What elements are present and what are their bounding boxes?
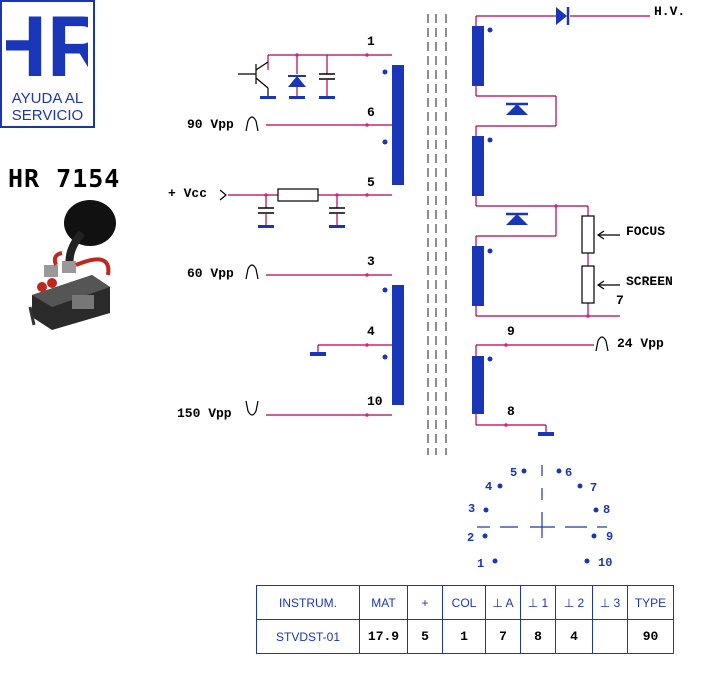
winding-secondary-1: [472, 26, 484, 86]
logo-initials-text: HR: [6, 4, 88, 86]
pin-1-label: 1: [367, 34, 375, 49]
value-ground-1: 8: [520, 619, 556, 654]
pin-7-label: 7: [616, 293, 624, 308]
base-pin-1-label: 1: [477, 557, 484, 571]
potentiometer: [62, 261, 76, 273]
screen-potentiometer: [581, 265, 595, 304]
header-type: TYPE: [627, 585, 674, 620]
value-ground-a: 7: [485, 619, 521, 654]
capacitor-icon: [319, 73, 335, 96]
focus-label: FOCUS: [626, 224, 665, 239]
pulse-icon: [245, 116, 609, 416]
focus-potentiometer: [581, 215, 595, 254]
header-plus: +: [407, 585, 443, 620]
base-pin-8-label: 8: [603, 503, 610, 517]
ground-icon: [310, 352, 326, 356]
pin-8-label: 8: [507, 404, 515, 419]
ground-icon: [538, 432, 554, 436]
pin-3-label: 3: [367, 254, 375, 269]
logo-line-1: AYUDA AL: [11, 90, 84, 107]
vpp-24-label: 24 Vpp: [617, 336, 664, 351]
header-instrum: INSTRUM.: [256, 585, 360, 620]
screen-label: SCREEN: [626, 274, 673, 289]
hr-logo-initials: HR: [6, 4, 88, 86]
ground-icon: [260, 96, 276, 99]
input-arrow-icon: [219, 189, 227, 201]
header-col: COL: [442, 585, 486, 620]
damper-diode-icon: [288, 75, 306, 99]
winding-secondary-2: [472, 136, 484, 196]
wires: [228, 15, 650, 432]
table-header-row: INSTRUM. MAT + COL ⊥ A ⊥ 1 ⊥ 2 ⊥ 3 TYPE: [256, 585, 674, 620]
value-col: 1: [442, 619, 486, 654]
base-pin-10-label: 10: [598, 556, 612, 570]
model-number: HR 7154: [8, 164, 121, 193]
capacitor-icon: [329, 207, 345, 225]
ground-icon: [319, 96, 335, 99]
base-pin-6-label: 6: [565, 466, 572, 480]
potentiometer: [44, 265, 58, 277]
base-pin-5-label: 5: [510, 466, 517, 480]
resistor-icon: [277, 188, 319, 202]
winding-secondary-3: [472, 246, 484, 306]
vpp-60-label: 60 Vpp: [187, 266, 234, 281]
value-type: 90: [627, 619, 674, 654]
winding-secondary-4: [472, 356, 484, 414]
pin-5-label: 5: [367, 175, 375, 190]
hv-label: H.V.: [654, 4, 685, 19]
pin-9-label: 9: [507, 324, 515, 339]
pin-10-label: 10: [367, 394, 383, 409]
flyback-schematic: H.V. FOCUS SCREEN 90 Vpp 60 Vpp 150 Vpp …: [168, 4, 685, 571]
base-pin-9-label: 9: [606, 530, 613, 544]
base-pin-dots: [482, 468, 599, 564]
ground-icon: [258, 225, 274, 228]
pin-4-label: 4: [367, 324, 375, 339]
polarity-dots: [382, 27, 493, 362]
transistor-icon: [238, 61, 269, 96]
base-pin-2-label: 2: [467, 531, 474, 545]
base-pin-3-label: 3: [468, 502, 475, 516]
winding-primary-top: [392, 65, 404, 185]
flyback-photo: [28, 200, 116, 330]
transformer-core: [427, 14, 447, 455]
value-ground-3: [592, 619, 628, 654]
wiper-arrow-icon: [596, 230, 620, 290]
header-ground-2: ⊥ 2: [555, 585, 593, 620]
base-crosshair: [477, 465, 607, 538]
base-pin-7-label: 7: [590, 481, 597, 495]
junction-dots: [264, 53, 590, 427]
spec-table: INSTRUM. MAT + COL ⊥ A ⊥ 1 ⊥ 2 ⊥ 3 TYPE …: [256, 585, 674, 654]
vpp-150-label: 150 Vpp: [177, 406, 232, 421]
diode-icon: [506, 102, 528, 115]
table-value-row: STVDST-01 17.9 5 1 7 8 4 90: [256, 619, 674, 654]
value-plus: 5: [407, 619, 443, 654]
header-ground-1: ⊥ 1: [520, 585, 556, 620]
ground-icon: [329, 225, 345, 228]
pin-6-label: 6: [367, 105, 375, 120]
value-instrum: STVDST-01: [256, 619, 360, 654]
wire-red: [75, 257, 111, 276]
header-ground-3: ⊥ 3: [592, 585, 628, 620]
vcc-label: + Vcc: [168, 186, 207, 201]
logo-line-2: SERVICIO: [11, 107, 84, 124]
vpp-90-label: 90 Vpp: [187, 117, 234, 132]
winding-primary-bottom: [392, 285, 404, 405]
capacitor-icon: [258, 207, 274, 225]
header-mat: MAT: [359, 585, 408, 620]
hr-logo: HR AYUDA AL SERVICIO: [0, 0, 95, 128]
windings: [392, 26, 484, 414]
hv-diode-icon: [556, 7, 570, 25]
value-mat: 17.9: [359, 619, 408, 654]
base-pin-4-label: 4: [485, 480, 492, 494]
value-ground-2: 4: [555, 619, 593, 654]
diode-icon: [506, 212, 528, 225]
header-ground-a: ⊥ A: [485, 585, 521, 620]
